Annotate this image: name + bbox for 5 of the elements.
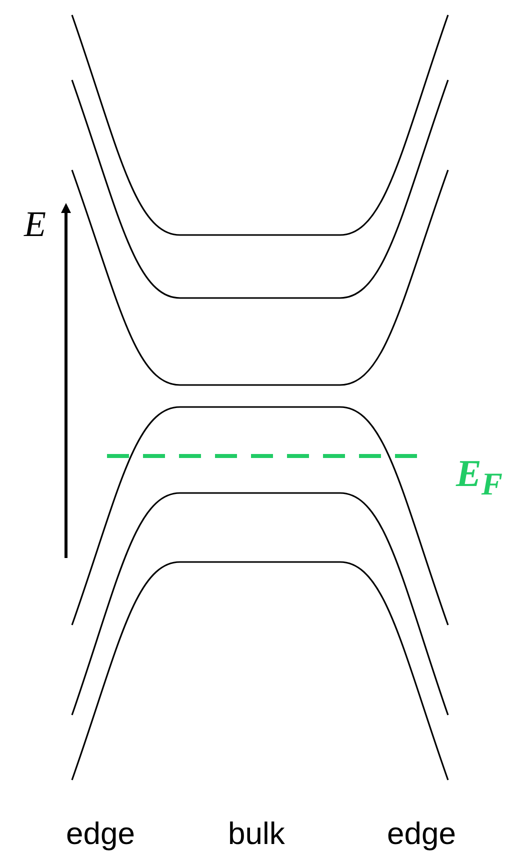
region-label: edge — [66, 816, 135, 852]
fermi-level-label: E$_{F}$ — [456, 452, 502, 503]
axis-label: E — [24, 203, 46, 245]
region-label: edge — [387, 816, 456, 852]
region-label: bulk — [228, 816, 285, 852]
